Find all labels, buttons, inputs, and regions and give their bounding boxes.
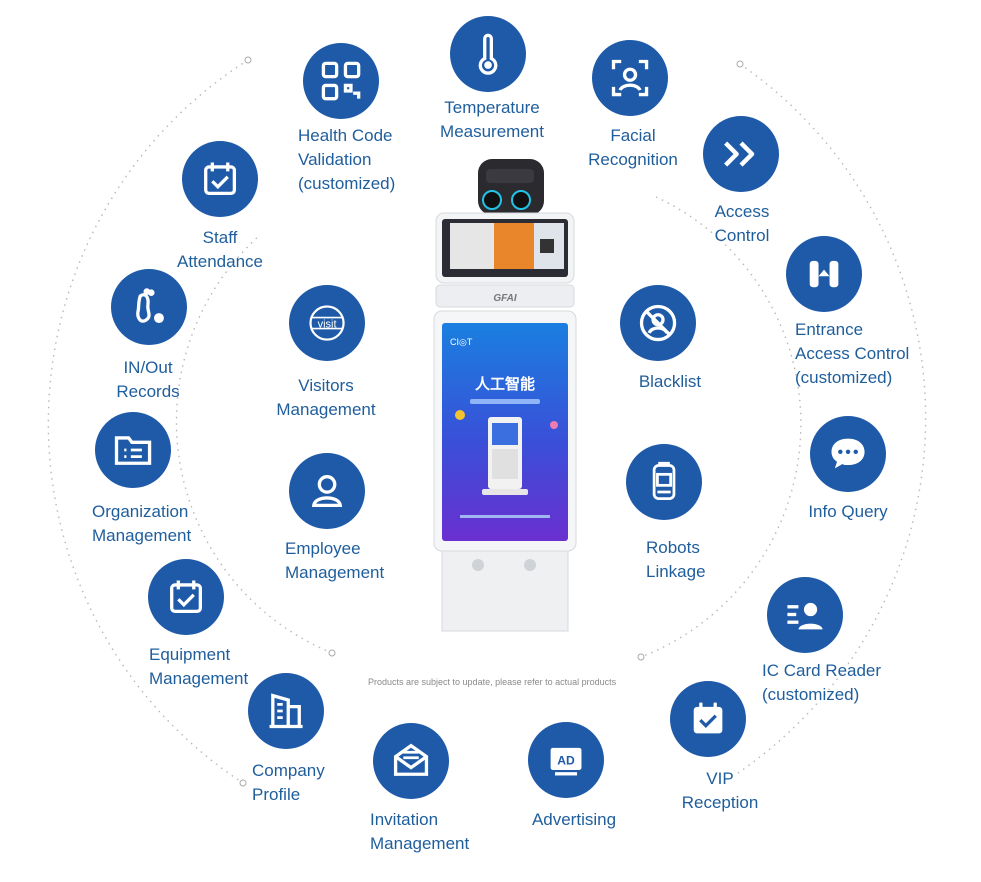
folder-list-icon[interactable] bbox=[95, 412, 171, 488]
access-control-label: Access Control bbox=[714, 202, 770, 245]
info-query-label: Info Query bbox=[808, 502, 888, 521]
visitors-label: Visitors Management bbox=[276, 376, 376, 419]
health-code-label: Health Code Validation (customized) bbox=[298, 126, 396, 193]
visit-text: visit bbox=[318, 318, 337, 330]
blacklist-label: Blacklist bbox=[638, 372, 702, 391]
vip-badge-icon[interactable] bbox=[670, 681, 746, 757]
id-card-icon[interactable] bbox=[767, 577, 843, 653]
calendar-check-icon[interactable] bbox=[182, 141, 258, 217]
visit-text-icon[interactable]: visit bbox=[289, 285, 365, 361]
kiosk-device: GFAI CI◎T 人工智能 bbox=[430, 155, 580, 635]
disclaimer-text: Products are subject to update, please r… bbox=[368, 677, 617, 687]
inout-label: IN/Out Records bbox=[116, 358, 180, 401]
thermometer-icon[interactable] bbox=[450, 16, 526, 92]
svg-text:CI◎T: CI◎T bbox=[450, 337, 473, 347]
facial-label: Facial Recognition bbox=[588, 126, 678, 169]
invitation-label: Invitation Management bbox=[370, 810, 470, 853]
qr-code-icon[interactable] bbox=[303, 43, 379, 119]
temperature-label: Temperature Measurement bbox=[440, 98, 544, 141]
ad-screen-icon[interactable]: AD bbox=[528, 722, 604, 798]
person-icon[interactable] bbox=[289, 453, 365, 529]
building-icon[interactable] bbox=[248, 673, 324, 749]
turnstile-icon[interactable] bbox=[786, 236, 862, 312]
svg-text:人工智能: 人工智能 bbox=[475, 375, 535, 393]
equipment-label: Equipment Management bbox=[149, 645, 249, 688]
advertising-label: Advertising bbox=[531, 810, 617, 829]
double-chevron-icon[interactable] bbox=[703, 116, 779, 192]
face-scan-icon[interactable] bbox=[592, 40, 668, 116]
ad-text: AD bbox=[557, 753, 575, 767]
envelope-icon[interactable] bbox=[373, 723, 449, 799]
organization-label: Organization Management bbox=[92, 502, 192, 545]
staff-label: Staff Attendance bbox=[176, 228, 263, 271]
calendar-check-icon[interactable] bbox=[148, 559, 224, 635]
chat-bubble-icon[interactable] bbox=[810, 416, 886, 492]
company-label: Company Profile bbox=[252, 761, 325, 804]
blocked-person-icon[interactable] bbox=[620, 285, 696, 361]
entrance-label: Entrance Access Control (customized) bbox=[795, 320, 910, 387]
kiosk-brand: GFAI bbox=[493, 293, 517, 304]
footprint-icon[interactable] bbox=[111, 269, 187, 345]
robot-icon[interactable] bbox=[626, 444, 702, 520]
ic-card-label: IC Card Reader (customized) bbox=[762, 661, 882, 704]
robots-label: Robots Linkage bbox=[646, 538, 706, 581]
vip-label: VIP Reception bbox=[681, 769, 759, 812]
employee-label: Employee Management bbox=[285, 539, 385, 582]
